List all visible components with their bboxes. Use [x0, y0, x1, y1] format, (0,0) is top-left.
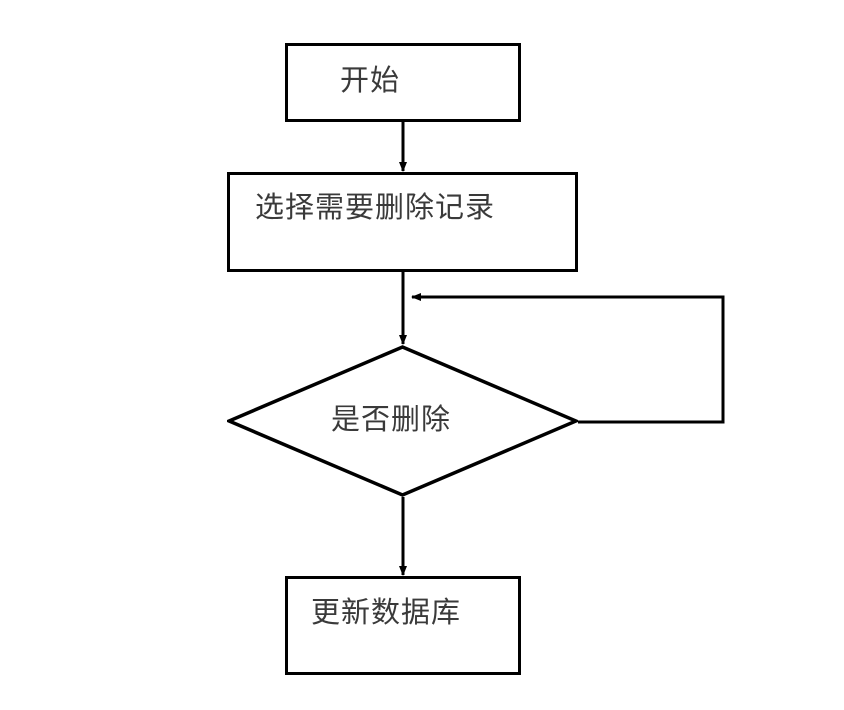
- node-decision-delete-label: 是否删除: [331, 404, 452, 436]
- node-select-records[interactable]: 选择需要删除记录: [227, 172, 578, 272]
- decision-diamond-shape: [227, 345, 578, 497]
- node-decision-delete[interactable]: 是否删除: [227, 345, 578, 497]
- node-update-database[interactable]: 更新数据库: [285, 576, 521, 675]
- node-start[interactable]: 开始: [285, 43, 521, 122]
- node-start-label: 开始: [340, 65, 401, 97]
- node-update-database-label: 更新数据库: [311, 597, 462, 629]
- node-select-records-label: 选择需要删除记录: [255, 192, 496, 224]
